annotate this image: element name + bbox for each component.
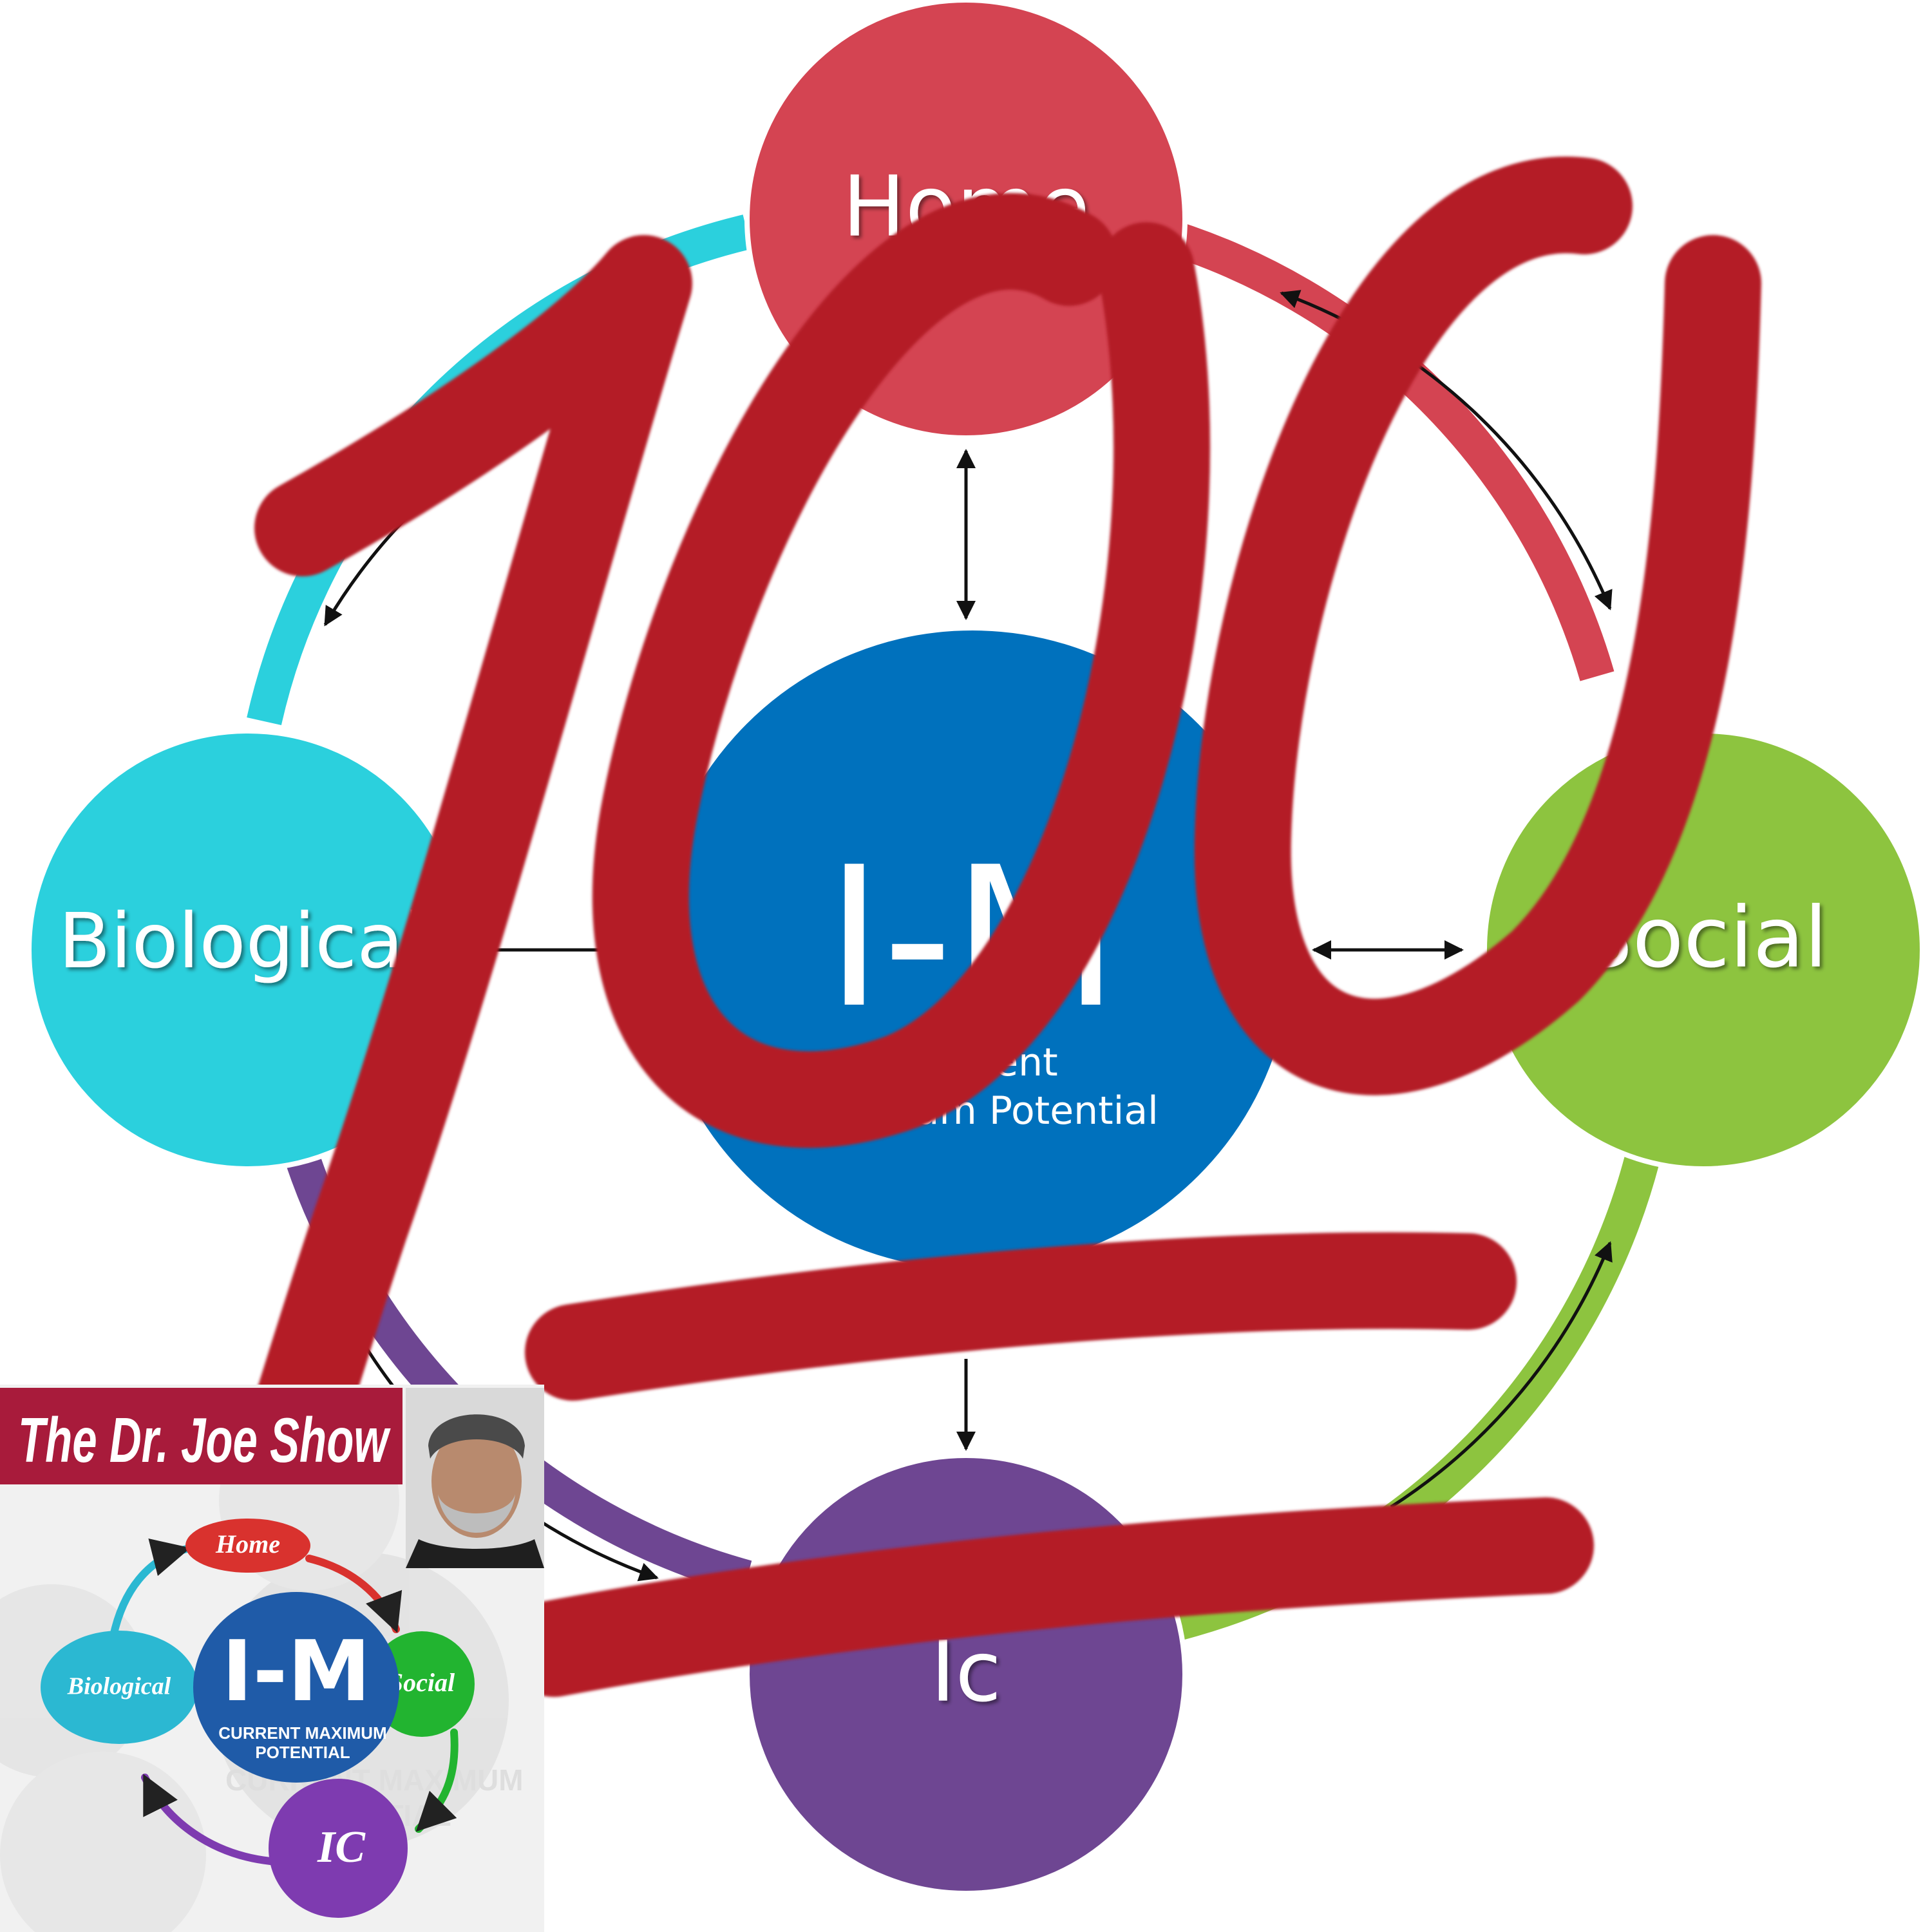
hundred-underline-bottom <box>506 1497 1594 1697</box>
badge-node-center: I-M CURRENT MAXIMUM POTENTIAL <box>193 1592 399 1783</box>
badge-node-biological-label: Biological <box>67 1673 171 1700</box>
badge-arrow-biological-home <box>109 1539 191 1643</box>
arrow-social-ic <box>1390 1241 1613 1509</box>
hundred-digit-one <box>203 235 692 1620</box>
host-photo <box>406 1388 544 1568</box>
node-biological-label: Biological <box>59 896 425 985</box>
badge-arrow-ic-biological <box>141 1774 274 1865</box>
hundred-digit-zero-first <box>592 193 1211 1148</box>
badge-node-ic-label: IC <box>317 1823 366 1872</box>
badge-cycle-arrows <box>109 1539 459 1865</box>
badge-node-home: Home <box>185 1519 310 1573</box>
node-center-im: I-M Current Maximum Potential <box>648 625 1297 1274</box>
node-ic: Ic <box>744 1453 1188 1896</box>
hundred-points-overlay <box>203 156 1761 1697</box>
badge-node-home-label: Home <box>215 1530 280 1558</box>
podcast-badge: CURRENT MAXIMUM POTENTIAL The Dr. Joe Sh… <box>0 1385 544 1932</box>
badge-title: The Dr. Joe Show <box>18 1405 391 1475</box>
node-biological: Biological <box>26 728 469 1171</box>
badge-node-ic: IC <box>269 1779 408 1918</box>
badge-node-biological: Biological <box>41 1631 198 1744</box>
badge-arrow-social-ic <box>415 1728 459 1833</box>
badge-center-sub-line1: CURRENT MAXIMUM <box>218 1723 386 1743</box>
badge-center-title: I-M <box>222 1622 371 1720</box>
badge-center-sub-line2: POTENTIAL <box>255 1743 350 1762</box>
badge-arrow-home-social <box>305 1555 402 1633</box>
hundred-underline-top <box>525 1232 1517 1401</box>
badge-title-bar <box>0 1388 402 1484</box>
hundred-digit-zero-second <box>1194 156 1761 1095</box>
badge-node-social-label: Social <box>389 1668 455 1697</box>
